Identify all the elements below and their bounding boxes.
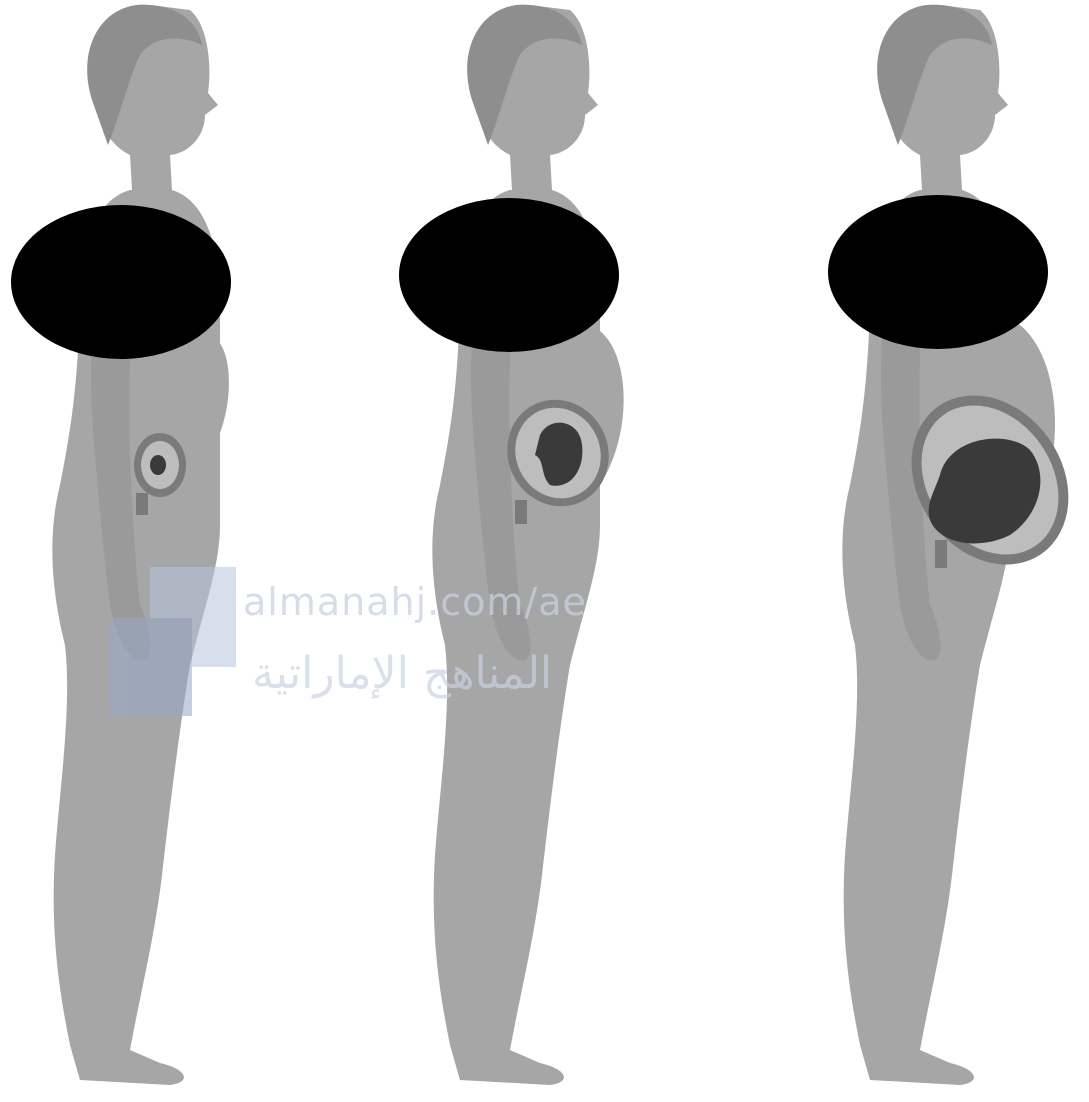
figure-early-pregnancy [52, 5, 229, 1085]
figure-mid-pregnancy [432, 5, 626, 1085]
figure-late-pregnancy [842, 5, 1089, 1085]
censor-oval-2 [399, 198, 619, 352]
censor-oval-3 [828, 195, 1048, 349]
watermark-arabic: المناهج الإماراتية [252, 648, 552, 699]
censor-oval-1 [11, 205, 231, 359]
watermark-url: almanahj.com/ae [243, 580, 587, 624]
